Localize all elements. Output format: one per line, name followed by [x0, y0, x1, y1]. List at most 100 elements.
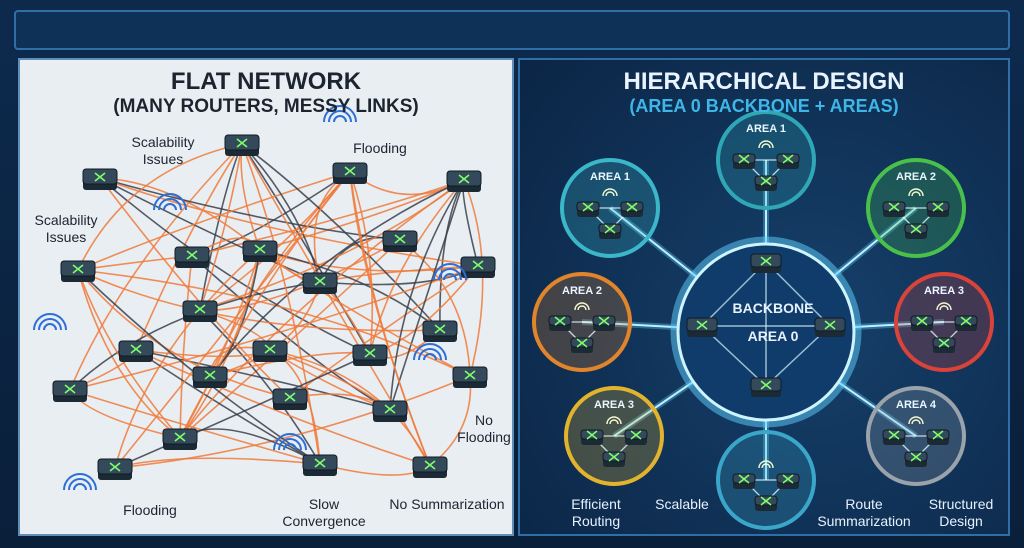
router-icon — [686, 317, 718, 337]
network-link — [199, 143, 243, 311]
router-icon — [926, 201, 950, 217]
router-icon — [570, 337, 594, 353]
router-icon — [452, 366, 488, 388]
router-icon — [272, 388, 308, 410]
router-icon — [732, 153, 756, 169]
network-link — [389, 179, 465, 411]
wifi-icon — [433, 263, 467, 281]
router-icon — [118, 340, 154, 362]
label-flooding-top: Flooding — [353, 140, 407, 156]
area-label: AREA 2 — [896, 171, 936, 183]
backbone-area-label: AREA 0 — [747, 328, 799, 344]
network-link — [77, 269, 181, 439]
label-slow-convergence: Slow Convergence — [282, 496, 366, 529]
network-link — [349, 171, 374, 355]
router-icon — [97, 458, 133, 480]
router-icon — [882, 201, 906, 217]
network-link — [135, 349, 321, 465]
hier-title: HIERARCHICAL DESIGN — [623, 68, 905, 95]
network-link — [241, 143, 321, 465]
flat-title: FLAT NETWORK — [170, 68, 362, 95]
wifi-icon — [413, 343, 447, 361]
router-icon — [372, 400, 408, 422]
router-icon — [352, 344, 388, 366]
network-link — [135, 349, 391, 411]
network-link — [69, 265, 479, 391]
network-link — [289, 265, 479, 399]
network-link — [209, 179, 465, 377]
network-link — [389, 179, 465, 411]
area-circle: AREA 1 — [560, 158, 660, 258]
router-icon — [592, 315, 616, 331]
wifi-icon — [323, 105, 357, 123]
router-icon — [904, 223, 928, 239]
area-label: AREA 2 — [562, 285, 602, 297]
router-icon — [904, 451, 928, 467]
wifi-icon — [33, 313, 67, 331]
router-icon — [776, 153, 800, 169]
wifi-icon — [63, 473, 97, 491]
router-icon — [910, 315, 934, 331]
router-icon — [302, 454, 338, 476]
area-circle: AREA 2 — [532, 272, 632, 372]
benefit-route-summarization: Route Summarization — [817, 496, 911, 529]
router-icon — [82, 168, 118, 190]
wifi-icon — [153, 193, 187, 211]
area-circle — [716, 430, 816, 530]
wifi-icon — [758, 460, 774, 469]
flat-network-panel: FLAT NETWORK (MANY ROUTERS, MESSY LINKS)… — [18, 58, 514, 536]
network-link — [179, 239, 401, 439]
network-link — [135, 349, 431, 467]
network-link — [439, 179, 465, 331]
router-icon — [754, 175, 778, 191]
network-link — [77, 269, 291, 399]
network-link — [114, 457, 321, 469]
benefit-efficient-routing: Efficient Routing — [571, 496, 621, 529]
router-icon — [174, 246, 210, 268]
area-circle: AREA 1 — [716, 110, 816, 210]
wifi-icon — [602, 188, 618, 197]
network-link — [114, 353, 371, 469]
benefit-structured-design: Structured Design — [928, 496, 994, 529]
network-link — [99, 177, 261, 251]
network-link — [69, 389, 321, 465]
router-icon — [602, 451, 626, 467]
network-link — [199, 143, 243, 311]
label-no-flooding: No Flooding — [457, 412, 511, 445]
router-icon — [932, 337, 956, 353]
network-link — [199, 309, 321, 465]
router-icon — [882, 429, 906, 445]
router-icon — [182, 300, 218, 322]
router-icon — [252, 340, 288, 362]
area-label: AREA 1 — [590, 171, 630, 183]
label-scalability-left: Scalability Issues — [34, 212, 98, 245]
router-icon — [302, 272, 338, 294]
router-icon — [776, 473, 800, 489]
label-no-summarization: No Summarization — [389, 496, 505, 512]
benefit-scalable: Scalable — [655, 496, 709, 512]
router-icon — [446, 170, 482, 192]
network-link — [179, 249, 261, 439]
router-icon — [750, 253, 782, 273]
network-link — [269, 349, 431, 467]
area-circle: AREA 4 — [866, 386, 966, 486]
router-icon — [162, 428, 198, 450]
network-link — [69, 143, 243, 391]
messy-links — [69, 143, 484, 476]
router-icon — [332, 162, 368, 184]
network-link — [135, 143, 243, 351]
wifi-icon — [574, 302, 590, 311]
area-label: AREA 3 — [924, 285, 964, 297]
router-icon — [242, 240, 278, 262]
flat-subtitle: (MANY ROUTERS, MESSY LINKS) — [113, 96, 419, 117]
backbone-label: BACKBONE — [732, 300, 814, 316]
router-icon — [580, 429, 604, 445]
router-icon — [754, 495, 778, 511]
network-link — [369, 179, 465, 355]
wifi-icon — [758, 140, 774, 149]
router-icon — [224, 134, 260, 156]
label-flooding-bottom: Flooding — [123, 502, 177, 518]
wifi-icon — [273, 433, 307, 451]
